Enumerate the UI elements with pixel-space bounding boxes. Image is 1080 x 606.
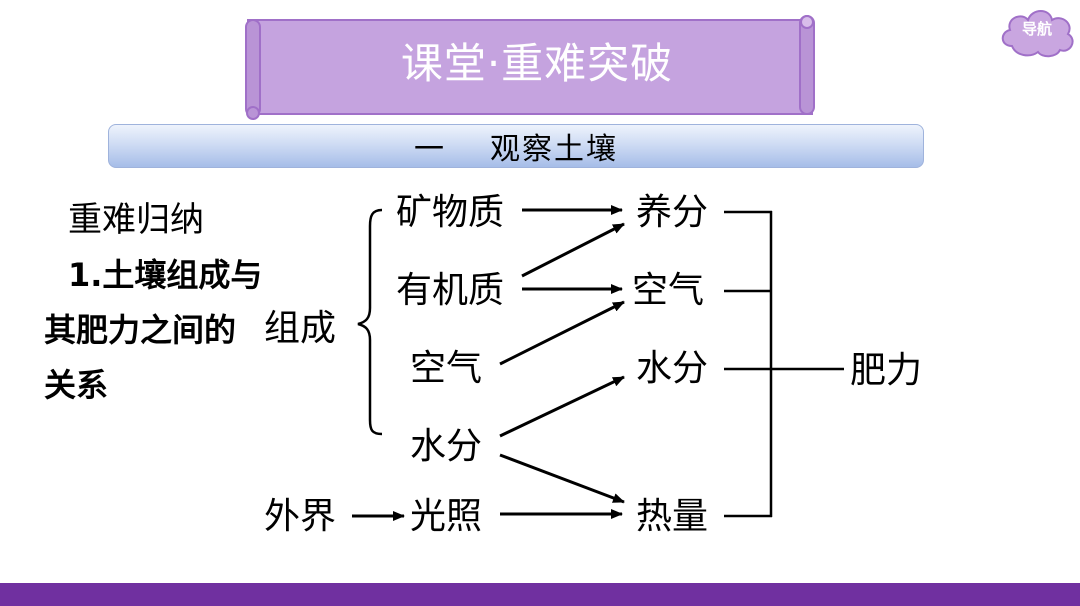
arrow-water-to-water xyxy=(499,375,625,438)
factor-water: 水分 xyxy=(636,348,708,389)
fertility-connector xyxy=(724,210,844,518)
section-number: 一 xyxy=(414,132,444,167)
factor-nutrient: 养分 xyxy=(636,192,708,233)
bottom-bar xyxy=(0,583,1080,606)
factor-air: 空气 xyxy=(632,270,704,311)
page-title: 课堂·重难突破 xyxy=(400,39,674,88)
component-air: 空气 xyxy=(410,348,482,389)
composition-brace xyxy=(357,208,383,436)
factor-heat: 热量 xyxy=(636,496,708,537)
arrow-air-to-air xyxy=(499,300,625,366)
nav-cloud-button[interactable] xyxy=(998,6,1076,58)
summary-point: 1.土壤组成与其肥力之间的关系 xyxy=(44,256,263,404)
section-header-bar: 一 观察土壤 xyxy=(108,124,924,168)
arrow-organic-to-nutrient xyxy=(521,222,625,278)
component-organic: 有机质 xyxy=(396,270,504,311)
nav-label[interactable]: 导航 xyxy=(1021,20,1052,38)
result-fertility: 肥力 xyxy=(850,350,922,391)
arrow-water-to-heat xyxy=(499,453,625,504)
component-water: 水分 xyxy=(410,426,482,467)
title-scroll-banner xyxy=(245,15,815,120)
summary-heading: 重难归纳 xyxy=(68,200,204,240)
component-mineral: 矿物质 xyxy=(396,192,504,233)
section-title: 观察土壤 xyxy=(490,132,618,167)
external-label: 外界 xyxy=(264,496,336,537)
group-label: 组成 xyxy=(264,308,336,349)
light-label: 光照 xyxy=(410,496,482,537)
